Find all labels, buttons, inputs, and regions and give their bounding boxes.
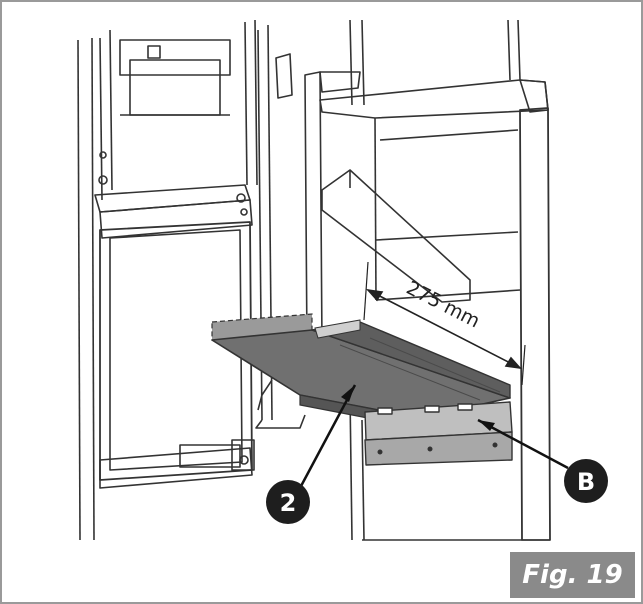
support-bracket bbox=[364, 401, 513, 466]
dimension-text: 275 mm bbox=[403, 277, 484, 333]
callout-2: 2 bbox=[266, 384, 357, 524]
figure-label: Fig. 19 bbox=[510, 552, 635, 598]
shelf bbox=[211, 313, 511, 429]
cabinet-box bbox=[299, 19, 551, 541]
callout-b-label: B bbox=[577, 468, 595, 496]
callout-b: B bbox=[477, 418, 608, 503]
dimension-line bbox=[363, 261, 526, 386]
cabinet-door bbox=[77, 19, 306, 541]
callout-2-label: 2 bbox=[280, 489, 297, 517]
